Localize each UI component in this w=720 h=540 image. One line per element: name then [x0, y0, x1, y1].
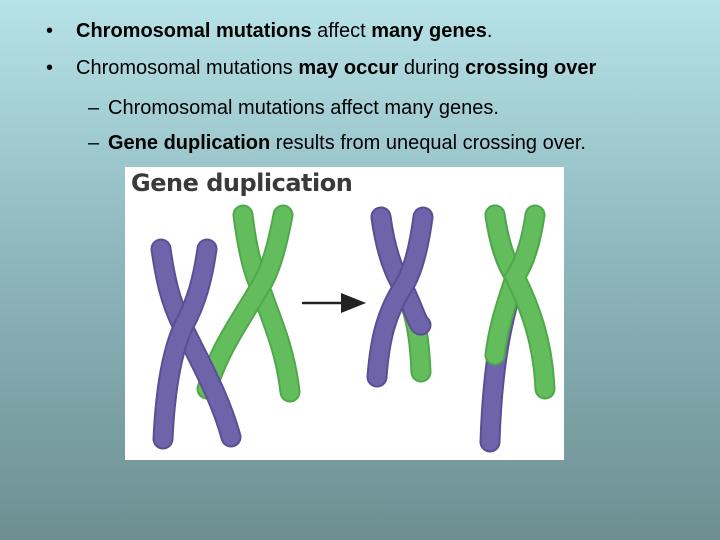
- bullet-2-text-1: Chromosomal mutations: [76, 57, 299, 79]
- dash-marker: –: [88, 132, 100, 154]
- bullet-1-bold-1: Chromosomal mutations: [76, 20, 312, 42]
- bullet-2-bold-1: may occur: [298, 57, 399, 79]
- bullet-1-text-1: affect: [311, 20, 372, 42]
- bullet-2-bold-2: crossing over: [465, 57, 597, 79]
- subbullet-1: –Chromosomal mutations affect many genes…: [88, 96, 499, 120]
- subbullet-2: –Gene duplication results from unequal c…: [88, 131, 586, 155]
- green-chromosome-left: [196, 204, 301, 403]
- subbullet-2-text: results from unequal crossing over.: [270, 132, 586, 154]
- green-chromosome-recombined: [479, 204, 556, 453]
- bullet-2: •Chromosomal mutations may occur during …: [46, 56, 596, 80]
- bullet-1-bold-2: many genes: [371, 20, 487, 42]
- dash-marker: –: [88, 97, 100, 119]
- purple-chromosome-left: [150, 238, 242, 450]
- subbullet-2-bold: Gene duplication: [108, 132, 271, 154]
- chromosome-diagram: [150, 204, 556, 453]
- subbullet-1-text: Chromosomal mutations affect many genes.: [108, 97, 499, 119]
- bullet-2-text-2: during: [398, 57, 466, 79]
- bullet-marker: •: [46, 20, 54, 42]
- bullet-marker: •: [46, 57, 54, 79]
- figure-title: Gene duplication: [131, 169, 353, 197]
- gene-duplication-figure: Gene duplication: [125, 167, 564, 460]
- bullet-1: • Chromosomal mutations affect many genes…: [46, 19, 492, 43]
- purple-chromosome-recombined: [366, 206, 434, 388]
- bullet-1-text-2: .: [486, 20, 493, 42]
